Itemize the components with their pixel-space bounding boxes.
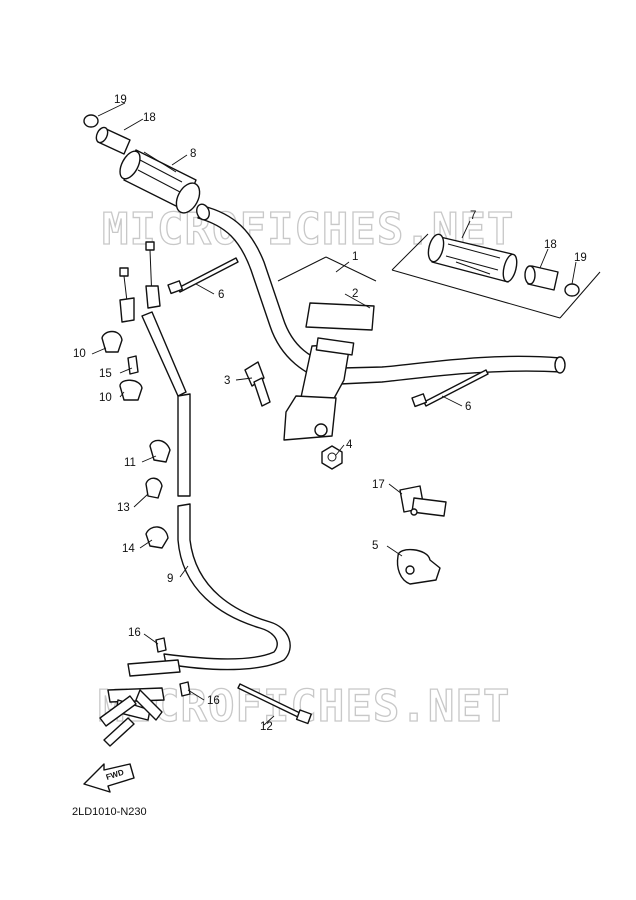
nut-4[interactable] xyxy=(321,445,343,470)
clamp-10-upper[interactable] xyxy=(101,330,123,353)
handlebar-holder[interactable] xyxy=(283,337,355,441)
right-grip-bracket xyxy=(391,233,601,319)
right-grip[interactable] xyxy=(426,233,519,283)
callout-16-bottom: 16 xyxy=(207,695,220,707)
callout-19-left: 19 xyxy=(114,94,127,106)
callout-14: 14 xyxy=(122,543,135,555)
callout-11: 11 xyxy=(124,457,136,469)
callout-16-top: 16 xyxy=(128,627,141,639)
callout-18-right: 18 xyxy=(544,239,557,251)
callout-4: 4 xyxy=(346,439,353,451)
left-end-cap[interactable] xyxy=(83,114,99,128)
diagram-code: 2LD1010-N230 xyxy=(72,806,147,818)
callout-13: 13 xyxy=(117,502,130,514)
throttle-cable[interactable] xyxy=(119,241,291,671)
callout-18-left: 18 xyxy=(143,112,156,124)
callout-9: 9 xyxy=(167,573,173,585)
callout-19-right: 19 xyxy=(574,252,587,264)
handlebar[interactable] xyxy=(195,202,566,385)
bolt-3[interactable] xyxy=(244,361,271,407)
callout-5: 5 xyxy=(372,540,378,552)
callout-12: 12 xyxy=(260,721,273,733)
cable-tie-left[interactable] xyxy=(167,257,239,295)
screw-16-bottom[interactable] xyxy=(179,681,191,697)
right-grip-end[interactable] xyxy=(524,265,559,291)
cable-end-assembly[interactable] xyxy=(99,659,181,747)
clamp-13[interactable] xyxy=(145,477,163,499)
left-grip-end[interactable] xyxy=(94,126,131,155)
left-grip[interactable] xyxy=(116,148,204,217)
bracket-lines xyxy=(277,256,377,282)
callout-7: 7 xyxy=(470,210,476,222)
callout-2: 2 xyxy=(352,288,358,300)
leader-lines xyxy=(91,102,577,726)
callout-10-lower: 10 xyxy=(99,392,112,404)
callout-6-left: 6 xyxy=(218,289,224,301)
callout-8: 8 xyxy=(190,148,196,160)
callout-17: 17 xyxy=(372,479,385,491)
watermark-bottom: MICROFICHES.NET xyxy=(98,681,510,732)
cable-tie-right[interactable] xyxy=(411,369,489,408)
fwd-arrow-icon: FWD xyxy=(83,763,135,793)
right-end-cap[interactable] xyxy=(564,283,580,297)
bolt-15[interactable] xyxy=(127,355,139,375)
callout-3: 3 xyxy=(224,375,230,387)
bracket-5[interactable] xyxy=(396,549,441,585)
cable-tie-12[interactable] xyxy=(237,683,312,725)
clamp-11[interactable] xyxy=(149,439,171,463)
handlebar-pad[interactable] xyxy=(305,302,375,331)
screw-16-top[interactable] xyxy=(155,637,167,653)
callout-1: 1 xyxy=(352,251,358,263)
callout-10-upper: 10 xyxy=(73,348,86,360)
callout-15: 15 xyxy=(99,368,112,380)
clamp-10-lower[interactable] xyxy=(119,379,143,401)
callout-6-right: 6 xyxy=(465,401,471,413)
switch-17[interactable] xyxy=(399,485,447,517)
clamp-14[interactable] xyxy=(145,526,169,549)
